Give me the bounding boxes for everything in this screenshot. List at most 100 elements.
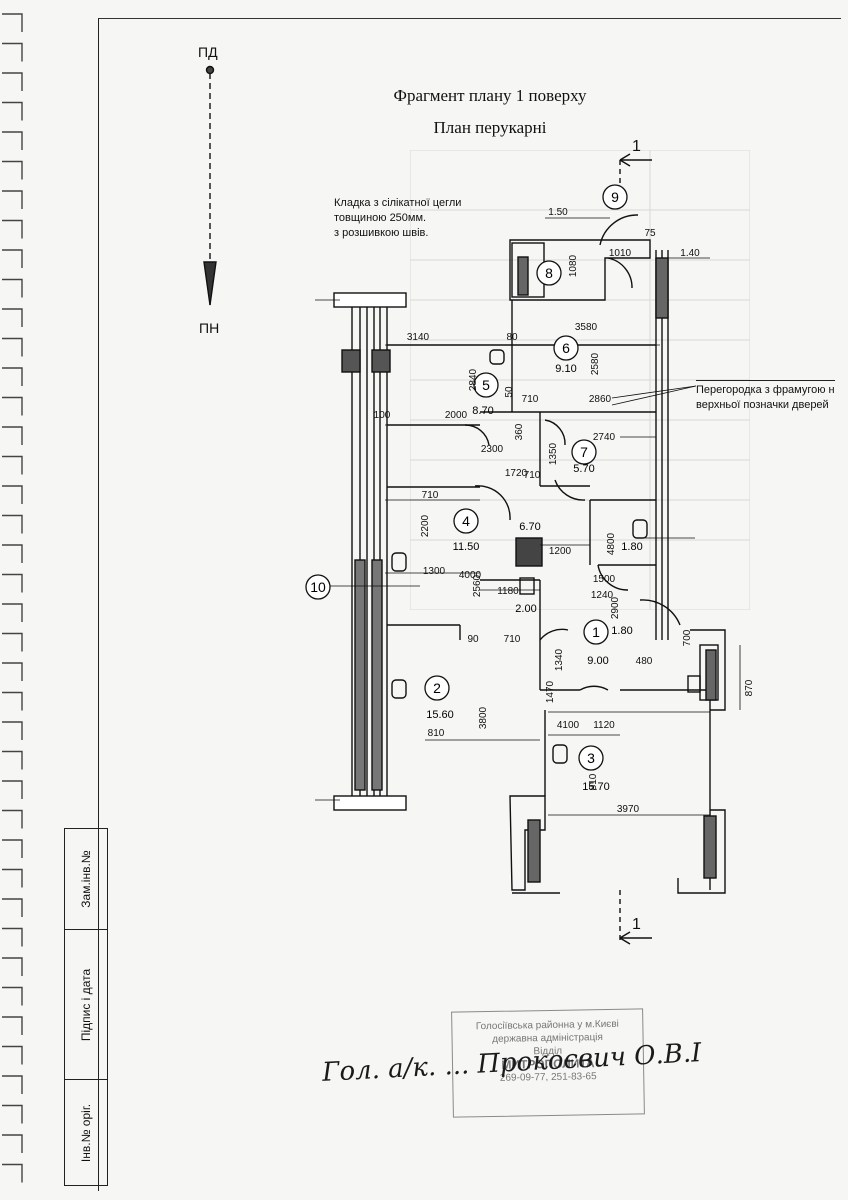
room-number-circle bbox=[473, 372, 499, 398]
room-number: 8 bbox=[545, 265, 553, 281]
room-area: 8.70 bbox=[472, 405, 493, 417]
binding-mark bbox=[2, 986, 23, 1006]
dimension-label: 710 bbox=[504, 634, 521, 645]
binding-mark bbox=[2, 101, 23, 121]
room-number-circle bbox=[578, 745, 604, 771]
binding-mark bbox=[2, 957, 23, 976]
room-number-circle bbox=[305, 574, 331, 600]
dimension-label: 1500 bbox=[593, 574, 616, 585]
binding-mark bbox=[2, 839, 23, 858]
dimension-label: 2300 bbox=[481, 444, 504, 455]
dimension-label: 710 bbox=[422, 490, 439, 501]
binding-mark bbox=[2, 898, 23, 917]
room-number: 2 bbox=[433, 680, 441, 696]
drawing-frame bbox=[98, 18, 841, 1191]
room-number-circle bbox=[571, 439, 597, 465]
binding-mark bbox=[2, 750, 23, 770]
north-top-label: ПД bbox=[198, 44, 218, 60]
binding-mark bbox=[2, 1134, 23, 1153]
room-number: 1 bbox=[592, 624, 600, 640]
north-bottom-label: ПН bbox=[199, 320, 220, 336]
room-number: 10 bbox=[310, 579, 326, 595]
binding-mark bbox=[2, 721, 23, 740]
room-number-circle bbox=[583, 619, 609, 645]
room-number: 4 bbox=[462, 513, 470, 529]
room-number: 5 bbox=[482, 377, 490, 393]
dimension-label: 75 bbox=[644, 228, 656, 239]
area-label: 1.80 bbox=[611, 625, 632, 637]
wall-note: Кладка з сілікатної цегли товщиною 250мм… bbox=[334, 196, 461, 241]
binding-mark bbox=[2, 396, 23, 416]
binding-mark bbox=[2, 367, 23, 386]
binding-mark bbox=[2, 426, 23, 445]
binding-marks bbox=[2, 13, 23, 1183]
room-area: 1.80 bbox=[621, 541, 642, 553]
dimension-label: 50 bbox=[504, 386, 515, 398]
section-mark-top: 1 bbox=[632, 138, 641, 155]
dimension-label: 480 bbox=[636, 656, 653, 667]
room-number: 7 bbox=[580, 444, 588, 460]
binding-mark bbox=[2, 1075, 23, 1094]
dimension-label: 1340 bbox=[554, 648, 565, 671]
partition-note-line: верхньої позначки дверей bbox=[696, 399, 829, 411]
dimension-label: 2740 bbox=[593, 432, 616, 443]
stamp-cell-zam-inv: Зам.інв.№ bbox=[65, 829, 107, 929]
binding-mark bbox=[2, 308, 23, 327]
dimension-label: 360 bbox=[514, 423, 525, 440]
area-label: 2.00 bbox=[515, 603, 536, 615]
dimension-label: 1300 bbox=[423, 566, 446, 577]
binding-mark bbox=[2, 485, 23, 504]
binding-mark bbox=[2, 1104, 23, 1124]
dimension-label: 1720 bbox=[505, 468, 528, 479]
room-number-circle bbox=[553, 335, 579, 361]
dimension-label: 3140 bbox=[407, 332, 430, 343]
dimension-label: 90 bbox=[467, 634, 479, 645]
wall-note-line: Кладка з сілікатної цегли bbox=[334, 197, 462, 209]
room-number-circle bbox=[536, 260, 562, 286]
binding-mark bbox=[2, 544, 23, 563]
binding-mark bbox=[2, 691, 23, 711]
dimension-label: 1.40 bbox=[680, 248, 700, 259]
dimension-label: 710 bbox=[522, 394, 539, 405]
binding-mark bbox=[2, 131, 23, 150]
binding-mark bbox=[2, 278, 23, 298]
binding-mark bbox=[2, 190, 23, 209]
dimension-label: 2860 bbox=[589, 394, 612, 405]
dimension-label: 2840 bbox=[468, 368, 479, 391]
wall-note-line: з розшивкою швів. bbox=[334, 227, 429, 239]
dimension-label: 1120 bbox=[593, 720, 615, 731]
stamp-inv-orig: Інв.№ оріг. bbox=[79, 1103, 93, 1163]
binding-mark bbox=[2, 337, 23, 357]
binding-mark bbox=[2, 160, 23, 180]
dimension-label: 3970 bbox=[617, 804, 640, 815]
binding-mark bbox=[2, 1045, 23, 1065]
binding-mark bbox=[2, 809, 23, 829]
dimension-label: 1240 bbox=[591, 590, 614, 601]
dimension-label: 2000 bbox=[445, 410, 468, 421]
binding-mark bbox=[2, 455, 23, 475]
dimension-label: 1010 bbox=[609, 248, 632, 259]
dimension-label: 2580 bbox=[590, 352, 601, 375]
dimension-label: 810 bbox=[428, 728, 445, 739]
drawing-subtitle: План перукарні bbox=[433, 118, 547, 137]
binding-mark bbox=[2, 780, 23, 799]
dimension-label: 4000 bbox=[459, 570, 482, 581]
stamp-sign-date: Підпис і дата bbox=[79, 968, 93, 1042]
dimension-label: 700 bbox=[682, 629, 693, 646]
room-area: 15.70 bbox=[582, 781, 610, 793]
binding-mark bbox=[2, 927, 23, 947]
dimension-label: 3580 bbox=[575, 322, 598, 333]
dimension-label: 100 bbox=[374, 410, 391, 421]
dimension-label: 1200 bbox=[549, 546, 572, 557]
stamp-cell-inv-orig: Інв.№ оріг. bbox=[65, 1079, 107, 1186]
partition-note: Перегородка з фрамугою н верхньої познач… bbox=[696, 380, 835, 413]
dimension-label: 4100 bbox=[557, 720, 580, 731]
room-area: 9.00 bbox=[587, 655, 608, 667]
stamp-zam-inv: Зам.інв.№ bbox=[79, 850, 93, 908]
room-area: 11.50 bbox=[453, 541, 480, 553]
binding-mark bbox=[2, 13, 23, 32]
dimension-label: 870 bbox=[744, 679, 755, 696]
binding-mark bbox=[2, 514, 23, 534]
room-area: 9.10 bbox=[555, 363, 576, 375]
